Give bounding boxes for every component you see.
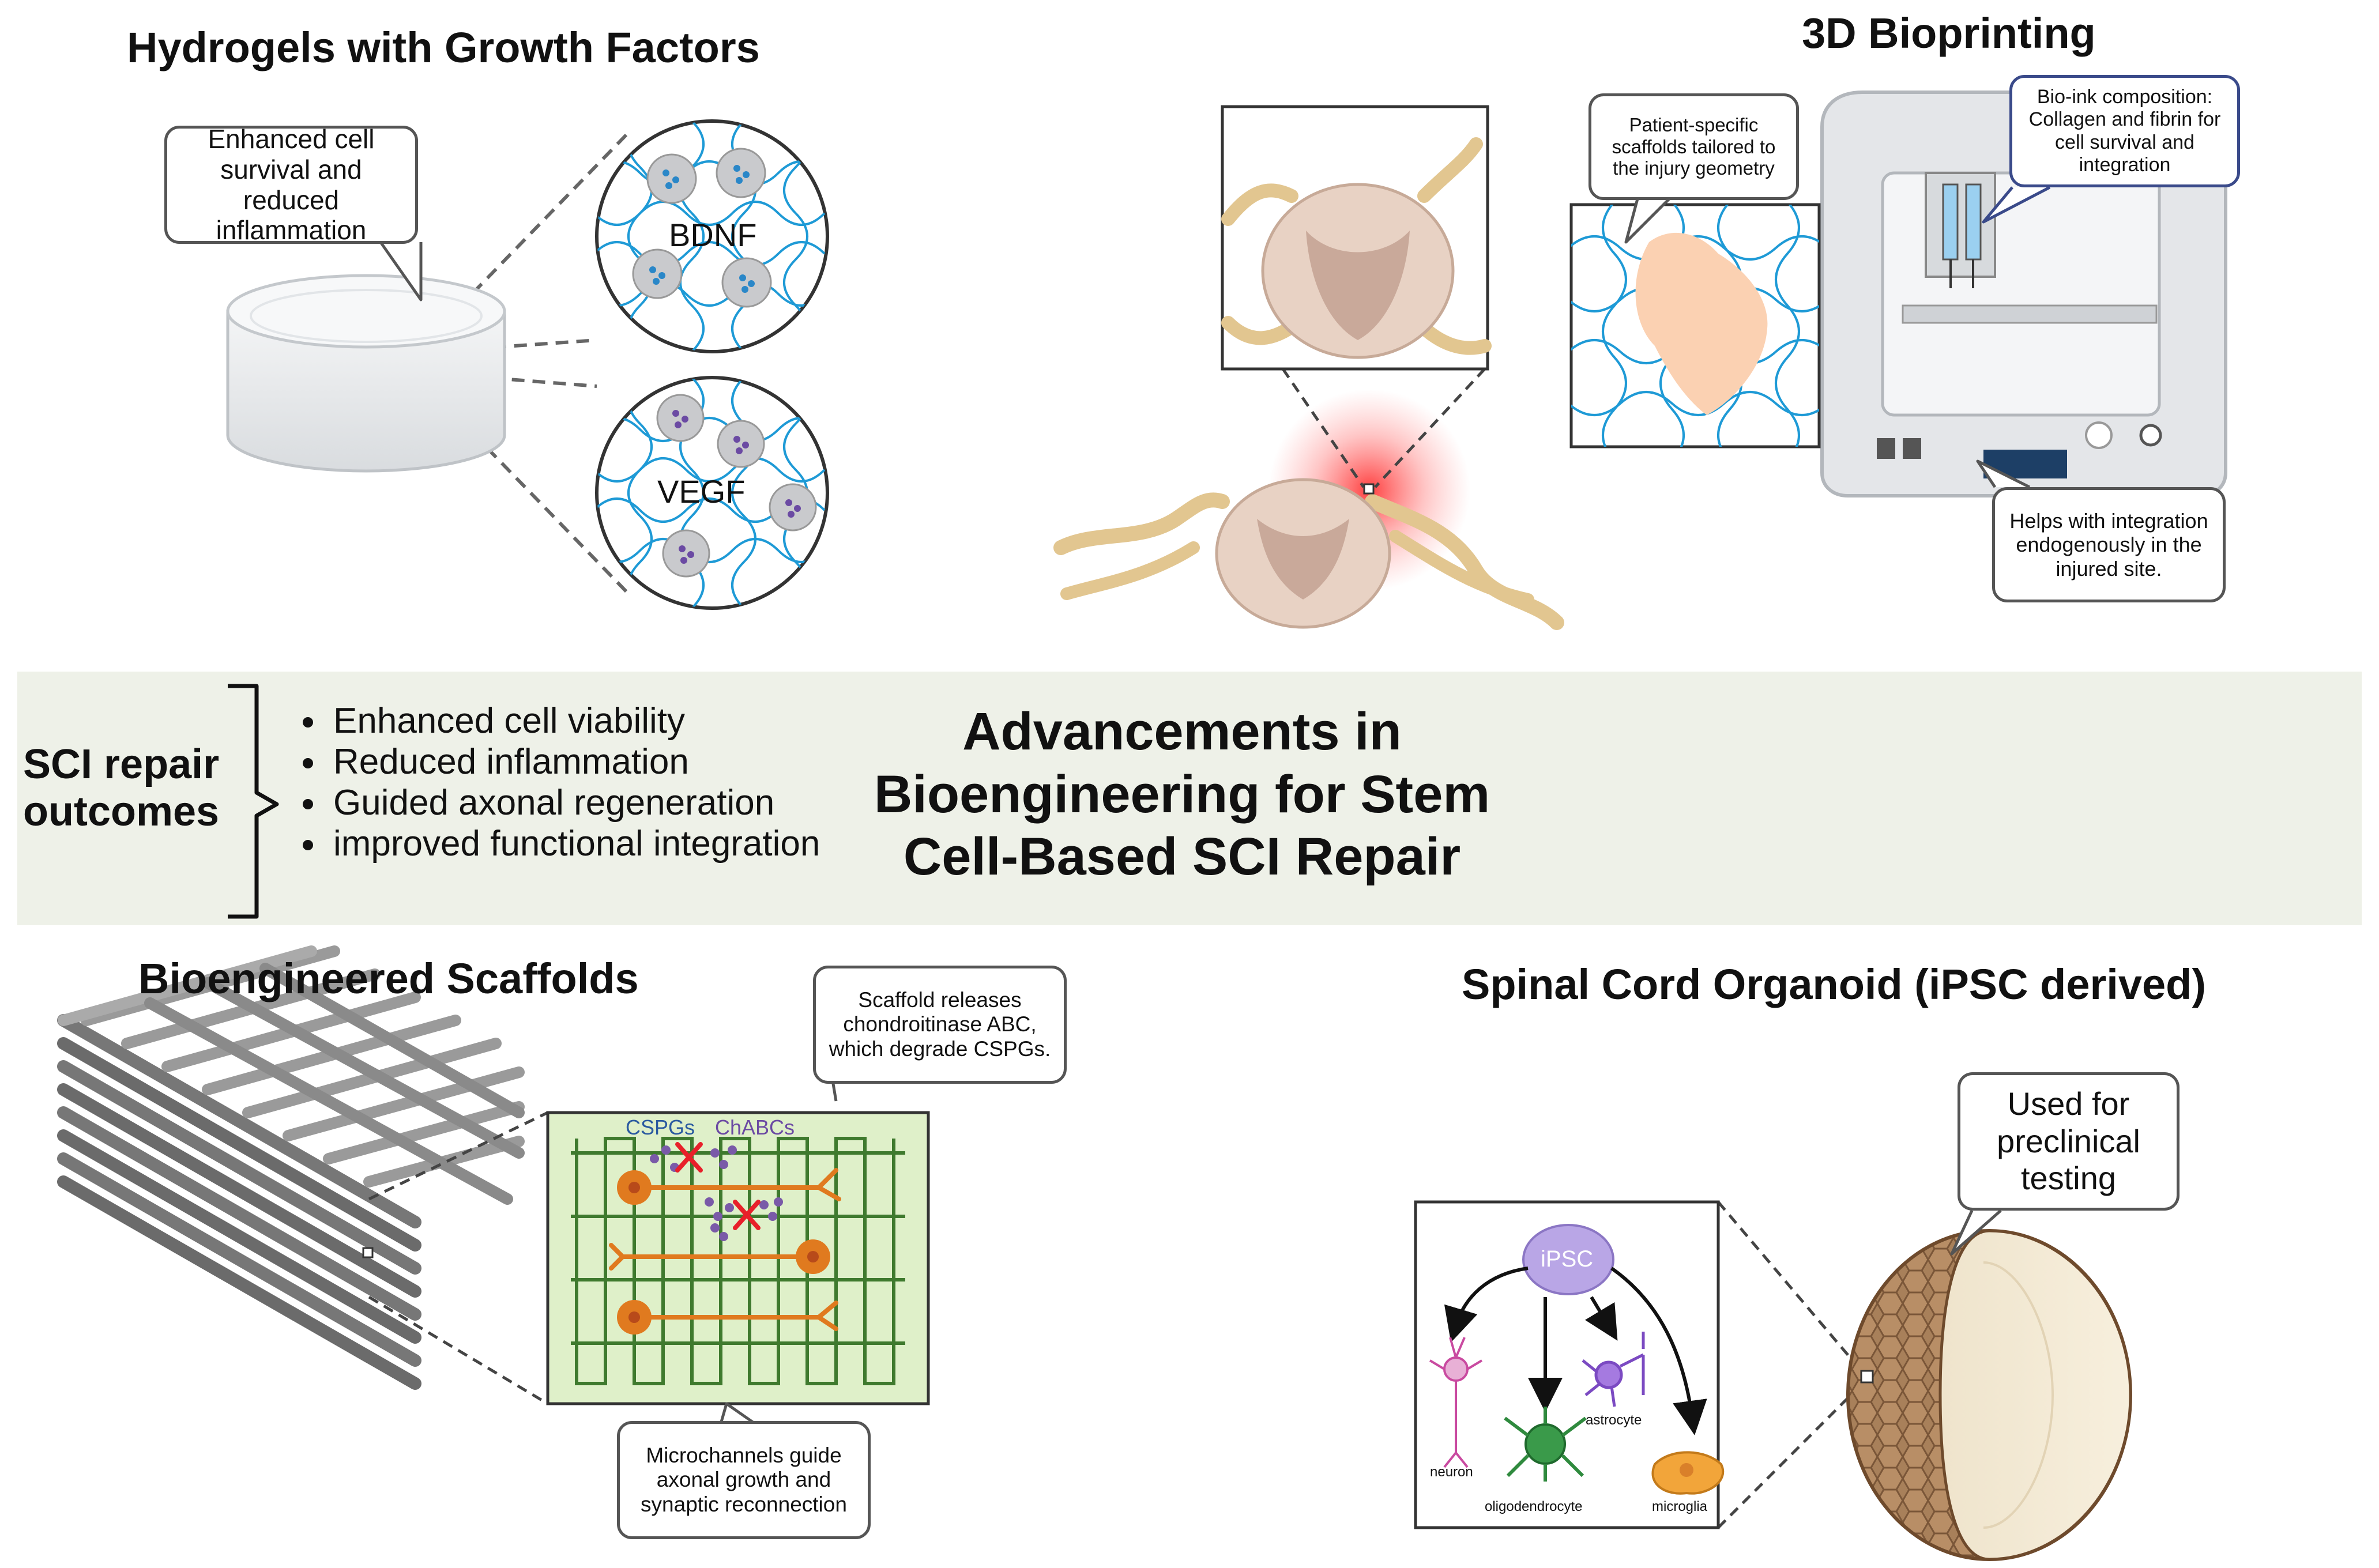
outcomes-list: Enhanced cell viability Reduced inflamma…	[294, 700, 820, 864]
outcomes-label: SCI repair outcomes	[23, 741, 220, 835]
scaffold-lattice-top	[58, 945, 525, 1188]
outcome-band	[17, 672, 2362, 925]
neuron-cell	[1429, 1337, 1483, 1468]
oligodendrocyte-cell	[1504, 1407, 1587, 1482]
bioink-callout: Bio-ink composition: Collagen and fibrin…	[2009, 75, 2240, 187]
microchannel-callout: Microchannels guide axonal growth and sy…	[617, 1421, 871, 1539]
astrocyte-cell	[1582, 1332, 1645, 1407]
ipsc-label: iPSC	[1541, 1246, 1594, 1272]
bioprinting-title: 3D Bioprinting	[1802, 9, 2096, 57]
microglia-cell	[1651, 1451, 1725, 1495]
hydrogel-disc-top	[226, 274, 506, 349]
bdnf-vesicles	[632, 148, 772, 308]
bdnf-label: BDNF	[669, 217, 757, 253]
chabc-release-callout: Scaffold releases chondroitinase ABC, wh…	[813, 966, 1067, 1084]
scaffolds-title: Bioengineered Scaffolds	[138, 955, 639, 1002]
hydrogel-illustration	[226, 119, 829, 610]
spinal-cord-bottom	[1053, 478, 1564, 630]
hydrogels-title: Hydrogels with Growth Factors	[127, 24, 760, 71]
integration-callout: Helps with integration endogenously in t…	[1992, 487, 2226, 602]
organoid-illustration	[1414, 1200, 2132, 1561]
cspg-particles	[650, 1145, 783, 1241]
bioprinter	[1820, 91, 2227, 497]
scaffold-microchannels	[571, 1137, 905, 1385]
outcome-bracket	[228, 684, 279, 919]
cspgs-label: CSPGs	[626, 1115, 695, 1139]
scaffold-illustration	[57, 945, 930, 1426]
organoid-interior	[1938, 1229, 2132, 1561]
vegf-vesicles	[656, 394, 817, 578]
preclinical-callout: Used for preclinical testing	[1958, 1072, 2180, 1211]
outcome-item: improved functional integration	[328, 823, 820, 864]
bioprinting-illustration	[1053, 91, 2227, 630]
scaffold-geometry-callout: Patient-specific scaffolds tailored to t…	[1588, 93, 1799, 200]
spinal-cord-inset-art	[1221, 137, 1492, 359]
hydrogel-callout-tail	[379, 241, 423, 301]
ipsc-cell	[1522, 1224, 1614, 1295]
degradation-marks	[675, 1142, 761, 1230]
organoid-title: Spinal Cord Organoid (iPSC derived)	[1462, 960, 2207, 1008]
astrocyte-label: astrocyte	[1586, 1412, 1642, 1428]
neuron-label: neuron	[1430, 1464, 1473, 1480]
outcome-item: Reduced inflammation	[328, 741, 820, 782]
outcome-item: Enhanced cell viability	[328, 700, 820, 741]
main-title: Advancements in Bioengineering for Stem …	[874, 702, 1490, 887]
hydrogel-disc-body	[226, 310, 506, 473]
vegf-label: VEGF	[657, 473, 746, 510]
microglia-label: microglia	[1652, 1499, 1708, 1514]
chabcs-label: ChABCs	[715, 1115, 795, 1139]
oligodendrocyte-label: oligodendrocyte	[1485, 1499, 1583, 1514]
scaffold-neurons	[609, 1168, 841, 1331]
hydrogel-callout: Enhanced cell survival and reduced infla…	[164, 124, 418, 245]
scaffold-lattice	[57, 1014, 421, 1390]
patient-specific-scaffold	[1635, 232, 1768, 415]
outcome-item: Guided axonal regeneration	[328, 782, 820, 823]
differentiation-arrows	[1444, 1267, 1707, 1435]
